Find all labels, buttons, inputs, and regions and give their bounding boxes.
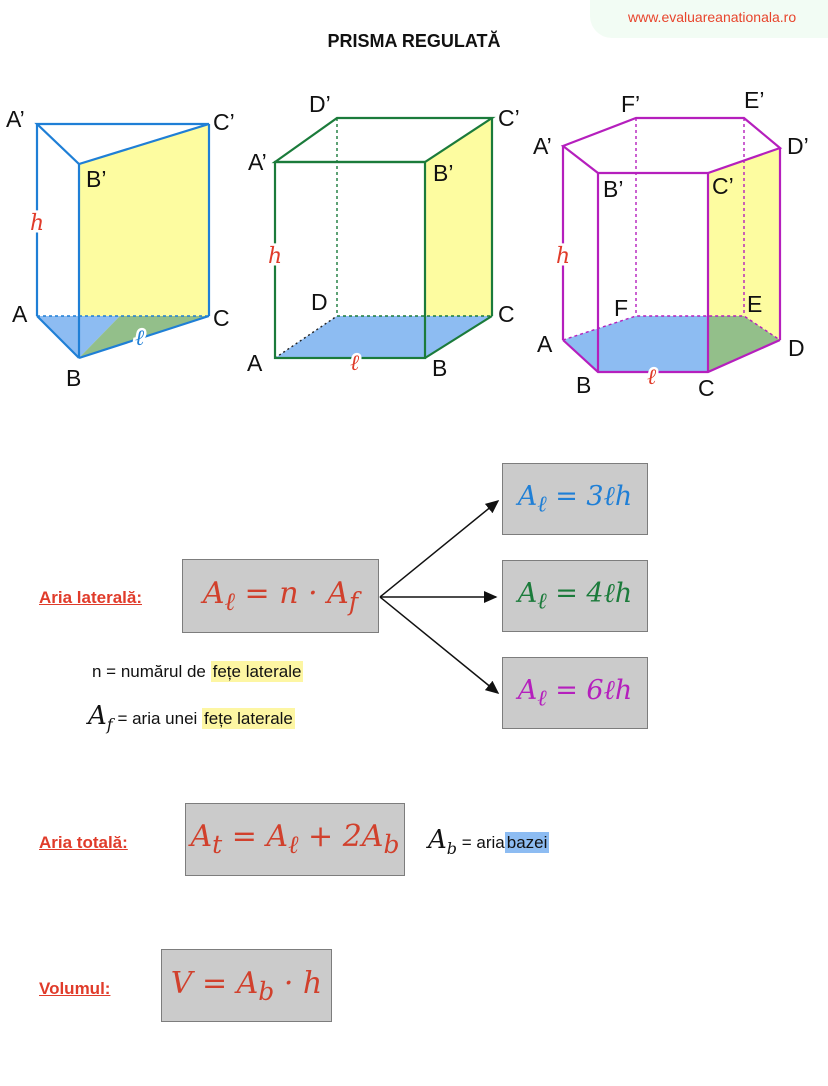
note-af: Af = aria unei fețe laterale xyxy=(88,701,295,734)
vertex-label: C xyxy=(698,375,715,401)
height-label: h xyxy=(30,211,44,236)
square-prism xyxy=(271,116,496,360)
triangular-top-face xyxy=(34,122,210,166)
square-base xyxy=(275,316,492,358)
vertex-label: A’ xyxy=(248,149,267,175)
result-box-hexagonal: Aℓ = 6ℓh xyxy=(502,657,648,729)
vertex-label: A xyxy=(247,350,263,376)
vertex-label: B xyxy=(576,372,591,398)
vertex-label: E xyxy=(747,291,762,317)
result-formula-hexagonal: Aℓ = 6ℓh xyxy=(517,674,633,712)
prism-figures: A’ B’ C’ A B C h ℓ D’ C’ A’ B’ D C A B h… xyxy=(6,87,809,401)
vertex-label: A xyxy=(537,331,553,357)
vertex-label: B’ xyxy=(86,166,106,192)
triangular-prism xyxy=(34,122,211,360)
note-ab-highlight: bazei xyxy=(504,832,550,853)
vertex-label: A’ xyxy=(6,106,25,132)
vertex-label: B’ xyxy=(603,176,623,202)
hexagonal-prism xyxy=(560,116,783,374)
vertex-label: C’ xyxy=(498,105,520,131)
edge xyxy=(424,315,493,359)
page-title: PRISMA REGULATĂ xyxy=(327,31,501,51)
vertex-label: C xyxy=(498,301,515,327)
vertex-label: F’ xyxy=(621,91,640,117)
result-formula-triangular: Aℓ = 3ℓh xyxy=(517,480,633,518)
result-box-triangular: Aℓ = 3ℓh xyxy=(502,463,648,535)
note-n-text: n = numărul de xyxy=(92,662,206,681)
vertex-label: A xyxy=(12,301,28,327)
total-formula: At = Aℓ + 2Ab xyxy=(190,819,400,859)
note-n-highlight: fețe laterale xyxy=(210,661,304,682)
ab-symbol: Ab xyxy=(428,825,458,859)
edge xyxy=(78,314,210,360)
volume-formula: V = Ab · h xyxy=(170,965,323,1006)
af-symbol: Af xyxy=(88,701,113,735)
hidden-edge xyxy=(562,315,781,341)
volume-label: Volumul: xyxy=(39,979,111,998)
note-ab-text: = aria xyxy=(461,833,505,852)
note-af-highlight: fețe laterale xyxy=(202,708,295,729)
result-formula-square: Aℓ = 4ℓh xyxy=(517,577,633,615)
note-n: n = numărul de fețe laterale xyxy=(92,661,304,682)
note-af-text: = aria unei xyxy=(117,709,198,728)
vertex-label: B’ xyxy=(433,160,453,186)
triangular-lateral-face xyxy=(79,124,209,358)
vertex-label: B xyxy=(66,365,81,391)
lateral-formula-box: Aℓ = n · Af xyxy=(182,559,379,633)
edge xyxy=(36,315,80,359)
watermark-banner: www.evaluareanationala.ro xyxy=(590,0,828,38)
watermark-text: www.evaluareanationala.ro xyxy=(628,9,797,25)
vertex-label: B xyxy=(432,355,447,381)
vertex-label: F xyxy=(614,295,628,321)
vertex-label: D’ xyxy=(787,133,809,159)
edge xyxy=(562,338,781,374)
edge-label: ℓ xyxy=(135,326,145,351)
lateral-area-label: Aria laterală: xyxy=(39,588,142,607)
hexagonal-base-shared xyxy=(708,316,780,372)
total-area-label: Aria totală: xyxy=(39,833,128,852)
volume-formula-box: V = Ab · h xyxy=(161,949,332,1022)
square-front-face xyxy=(273,160,427,360)
arrow-to-triangular xyxy=(379,500,500,598)
result-box-square: Aℓ = 4ℓh xyxy=(502,560,648,632)
hexagonal-base xyxy=(563,316,708,372)
edge-label: ℓ xyxy=(647,365,657,390)
square-lateral-face xyxy=(425,118,492,358)
height-label: h xyxy=(268,244,282,269)
edge-label: ℓ xyxy=(350,351,360,376)
height-label: h xyxy=(556,244,570,269)
arrow-to-hexagonal xyxy=(379,596,500,694)
vertex-label: C’ xyxy=(213,109,235,135)
vertex-label: D xyxy=(788,335,805,361)
total-formula-box: At = Aℓ + 2Ab xyxy=(185,803,405,876)
vertex-label: A’ xyxy=(533,133,552,159)
vertex-label: C xyxy=(213,305,230,331)
vertex-label: D’ xyxy=(309,91,331,117)
vertex-label: D xyxy=(311,289,328,315)
lateral-formula: Aℓ = n · Af xyxy=(202,575,359,616)
vertex-label: E’ xyxy=(744,87,764,113)
vertex-label: C’ xyxy=(712,173,734,199)
